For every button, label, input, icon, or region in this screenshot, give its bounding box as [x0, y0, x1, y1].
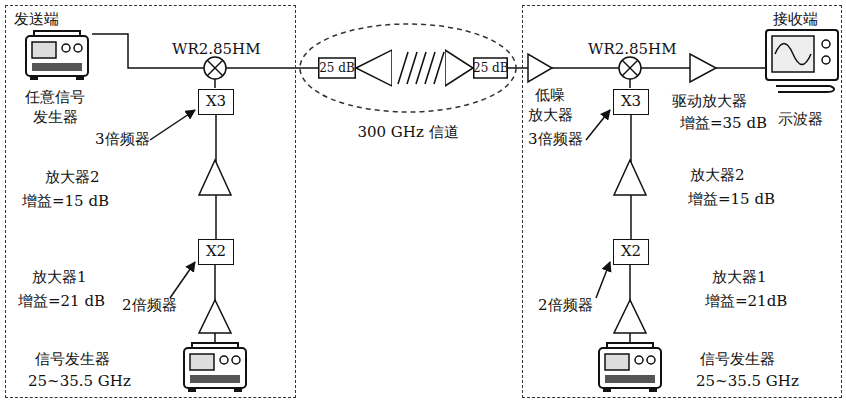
- multiplier-box: X3: [198, 89, 234, 115]
- oscilloscope: [766, 30, 838, 92]
- horn-body: [319, 58, 356, 78]
- part-label: WR2.85HM: [588, 40, 677, 60]
- channel-ellipse: 300 GHz 信道 25 dB 25 dB: [298, 22, 518, 144]
- part-label: WR2.85HM: [172, 40, 261, 60]
- wires: [92, 34, 766, 342]
- part-label: 任意信号 发生器: [22, 88, 88, 127]
- multiplier-box: X2: [198, 239, 234, 265]
- dashed-region: 接收端 X3X2: [522, 5, 842, 398]
- part-label: 25~35.5 GHz: [696, 372, 799, 392]
- multiplier-box: X3: [613, 89, 649, 115]
- channel-ellipse: [300, 24, 516, 112]
- part-label: 驱动放大器: [672, 92, 747, 112]
- part-label: 放大器1: [32, 268, 87, 288]
- signal-generator: [599, 343, 661, 392]
- part-label: 信号发生器: [700, 350, 775, 370]
- part-label: 低噪 放大器: [526, 86, 574, 125]
- mixer-symbol: [204, 57, 641, 79]
- part-label: 示波器: [778, 110, 823, 130]
- horn-body: [474, 58, 508, 78]
- leader-arrow: [150, 110, 610, 298]
- part-label: 放大器1: [712, 268, 767, 288]
- channel-label: 300 GHz 信道: [298, 123, 518, 143]
- part-label: 放大器2: [45, 168, 100, 188]
- horn-antenna: 25 dB: [318, 48, 392, 88]
- part-label: 增益=35 dB: [680, 114, 767, 134]
- part-label: 2倍频器: [122, 296, 177, 316]
- amplifier-symbol: [199, 54, 716, 333]
- box-label: X2: [621, 242, 641, 262]
- horn-flare: [445, 50, 473, 86]
- box-label: X3: [621, 92, 641, 112]
- box-label: X2: [206, 242, 226, 262]
- signal-generator: [184, 343, 246, 392]
- part-label: 增益=15 dB: [688, 190, 775, 210]
- part-label: 信号发生器: [35, 350, 110, 370]
- horn-flare: [356, 50, 392, 86]
- part-label: 2倍频器: [538, 296, 593, 316]
- part-label: 增益=21 dB: [18, 292, 105, 312]
- part-label: 增益=15 dB: [22, 192, 109, 212]
- box-label: X3: [206, 92, 226, 112]
- wireless-link: [398, 52, 444, 84]
- region-heading: 发送端: [14, 10, 59, 30]
- signal-generator: [26, 31, 88, 80]
- multiplier-box: X2: [613, 239, 649, 265]
- part-label: 增益=21dB: [705, 292, 787, 312]
- gain-label: 25 dB: [318, 58, 356, 78]
- part-label: 放大器2: [690, 166, 745, 186]
- region-heading: 接收端: [773, 10, 818, 30]
- part-label: 3倍频器: [528, 130, 583, 150]
- part-label: 3倍频器: [95, 130, 150, 150]
- part-label: 25~35.5 GHz: [28, 372, 131, 392]
- horn-antenna: 25 dB: [445, 48, 508, 88]
- gain-label: 25 dB: [473, 58, 508, 78]
